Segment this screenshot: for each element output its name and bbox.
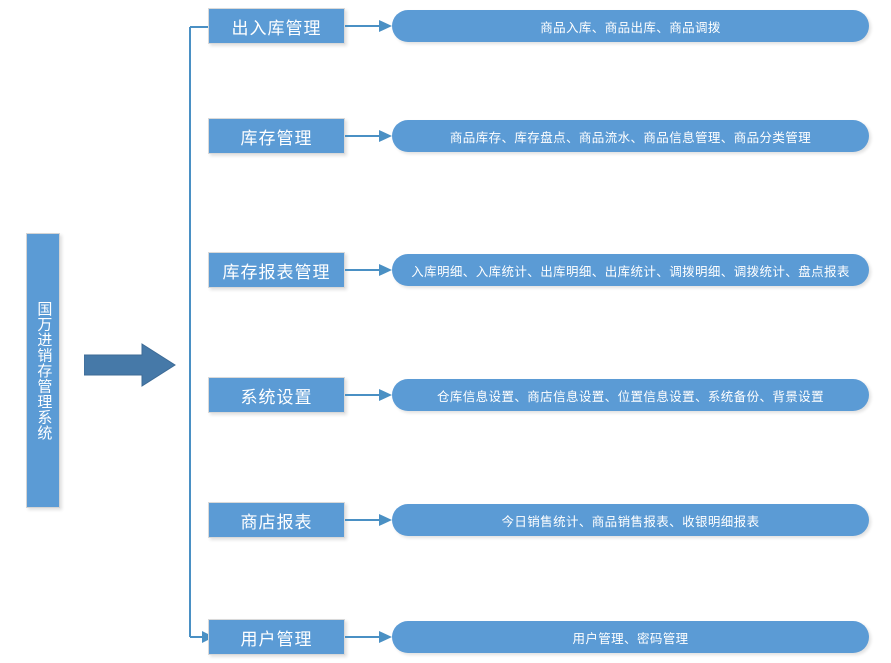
- branch-row: 用户管理 用户管理、密码管理: [0, 619, 891, 659]
- branch-node-1[interactable]: 出入库管理: [208, 8, 345, 44]
- branch-detail-2-label: 商品库存、库存盘点、商品流水、商品信息管理、商品分类管理: [449, 130, 812, 145]
- branch-node-6[interactable]: 用户管理: [208, 619, 345, 655]
- branch-row: 商店报表 今日销售统计、商品销售报表、收银明细报表: [0, 502, 891, 542]
- system-root-label: 国万进销存管理系统: [35, 300, 53, 441]
- branch-detail-4-label: 仓库信息设置、商店信息设置、位置信息设置、系统备份、背景设置: [436, 389, 824, 404]
- branch-node-4[interactable]: 系统设置: [208, 377, 345, 413]
- branch-link-arrow-1: [345, 17, 393, 35]
- branch-node-3[interactable]: 库存报表管理: [208, 252, 345, 288]
- branch-row: 出入库管理 商品入库、商品出库、商品调拨: [0, 8, 891, 48]
- branch-node-1-label: 出入库管理: [231, 18, 322, 38]
- branch-node-2[interactable]: 库存管理: [208, 118, 345, 154]
- branch-detail-5-label: 今日销售统计、商品销售报表、收银明细报表: [501, 514, 760, 529]
- branch-link-arrow-3: [345, 261, 393, 279]
- branch-row: 系统设置 仓库信息设置、商店信息设置、位置信息设置、系统备份、背景设置: [0, 377, 891, 417]
- block-arrow-icon: [83, 342, 176, 388]
- branch-link-arrow-2: [345, 127, 393, 145]
- trunk-connector: [182, 8, 218, 656]
- branch-detail-2[interactable]: 商品库存、库存盘点、商品流水、商品信息管理、商品分类管理: [392, 120, 869, 152]
- branch-row: 库存报表管理 入库明细、入库统计、出库明细、出库统计、调拨明细、调拨统计、盘点报…: [0, 252, 891, 292]
- branch-link-arrow-5: [345, 511, 393, 529]
- branch-detail-6[interactable]: 用户管理、密码管理: [392, 621, 869, 653]
- branch-node-2-label: 库存管理: [240, 128, 313, 148]
- branch-node-4-label: 系统设置: [240, 387, 313, 407]
- branch-node-6-label: 用户管理: [240, 629, 313, 649]
- branch-link-arrow-6: [345, 628, 393, 646]
- system-root-node[interactable]: 国万进销存管理系统: [26, 233, 60, 508]
- branch-node-5-label: 商店报表: [240, 512, 313, 532]
- branch-node-5[interactable]: 商店报表: [208, 502, 345, 538]
- branch-detail-3-label: 入库明细、入库统计、出库明细、出库统计、调拨明细、调拨统计、盘点报表: [411, 264, 850, 279]
- branch-detail-1[interactable]: 商品入库、商品出库、商品调拨: [392, 10, 869, 42]
- branch-detail-6-label: 用户管理、密码管理: [572, 631, 689, 646]
- branch-detail-3[interactable]: 入库明细、入库统计、出库明细、出库统计、调拨明细、调拨统计、盘点报表: [392, 254, 869, 286]
- branch-link-arrow-4: [345, 386, 393, 404]
- branch-row: 库存管理 商品库存、库存盘点、商品流水、商品信息管理、商品分类管理: [0, 118, 891, 158]
- branch-detail-4[interactable]: 仓库信息设置、商店信息设置、位置信息设置、系统备份、背景设置: [392, 379, 869, 411]
- branch-node-3-label: 库存报表管理: [222, 262, 331, 282]
- branch-detail-1-label: 商品入库、商品出库、商品调拨: [540, 20, 721, 35]
- branch-detail-5[interactable]: 今日销售统计、商品销售报表、收银明细报表: [392, 504, 869, 536]
